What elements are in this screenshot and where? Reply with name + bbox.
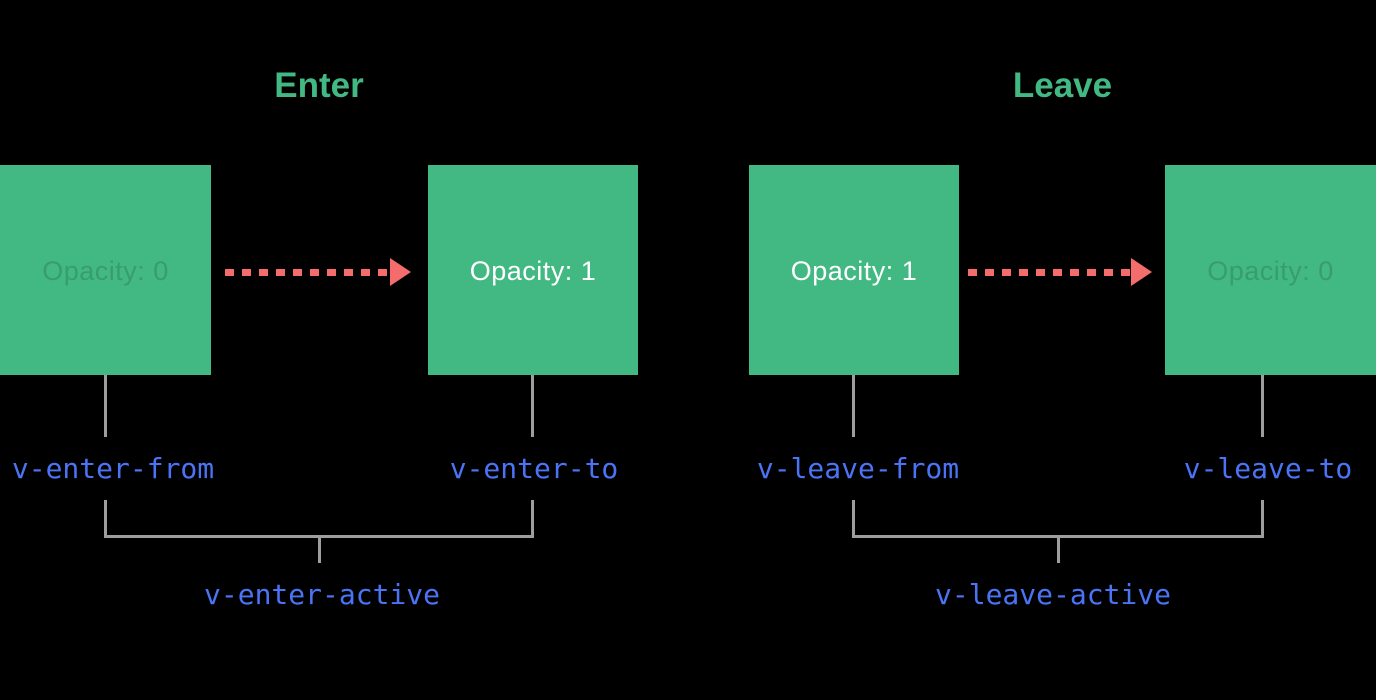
v-enter-to-label: v-enter-to [449, 452, 619, 485]
bracket-line [852, 535, 1264, 538]
leave-end-box: Opacity: 0 [1165, 165, 1376, 375]
connector-line [852, 375, 855, 437]
bracket-line [318, 538, 321, 563]
bracket-line [531, 500, 534, 538]
bracket-line [852, 500, 855, 538]
enter-end-box: Opacity: 1 [428, 165, 638, 375]
leave-transition-arrow [968, 258, 1152, 286]
enter-transition-arrow [225, 258, 411, 286]
enter-start-box: Opacity: 0 [0, 165, 211, 375]
leave-heading: Leave [1012, 66, 1113, 105]
arrow-head-icon [390, 258, 411, 286]
arrow-head-icon [1131, 258, 1152, 286]
connector-line [1261, 375, 1264, 437]
leave-end-opacity-label: Opacity: 0 [1207, 256, 1334, 286]
v-enter-from-label: v-enter-from [11, 452, 215, 485]
v-leave-to-label: v-leave-to [1183, 452, 1353, 485]
leave-start-opacity-label: Opacity: 1 [790, 256, 918, 286]
v-leave-active-label: v-leave-active [934, 578, 1172, 611]
enter-start-opacity-label: Opacity: 0 [42, 256, 169, 286]
v-enter-active-label: v-enter-active [203, 578, 441, 611]
enter-end-opacity-label: Opacity: 1 [469, 256, 597, 286]
bracket-line [1261, 500, 1264, 538]
bracket-line [104, 535, 534, 538]
connector-line [104, 375, 107, 437]
bracket-line [104, 500, 107, 538]
connector-line [531, 375, 534, 437]
bracket-line [1057, 538, 1060, 563]
enter-heading: Enter [274, 66, 364, 105]
dashed-line [225, 268, 390, 276]
leave-start-box: Opacity: 1 [749, 165, 959, 375]
dashed-line [968, 268, 1131, 276]
v-leave-from-label: v-leave-from [756, 452, 960, 485]
